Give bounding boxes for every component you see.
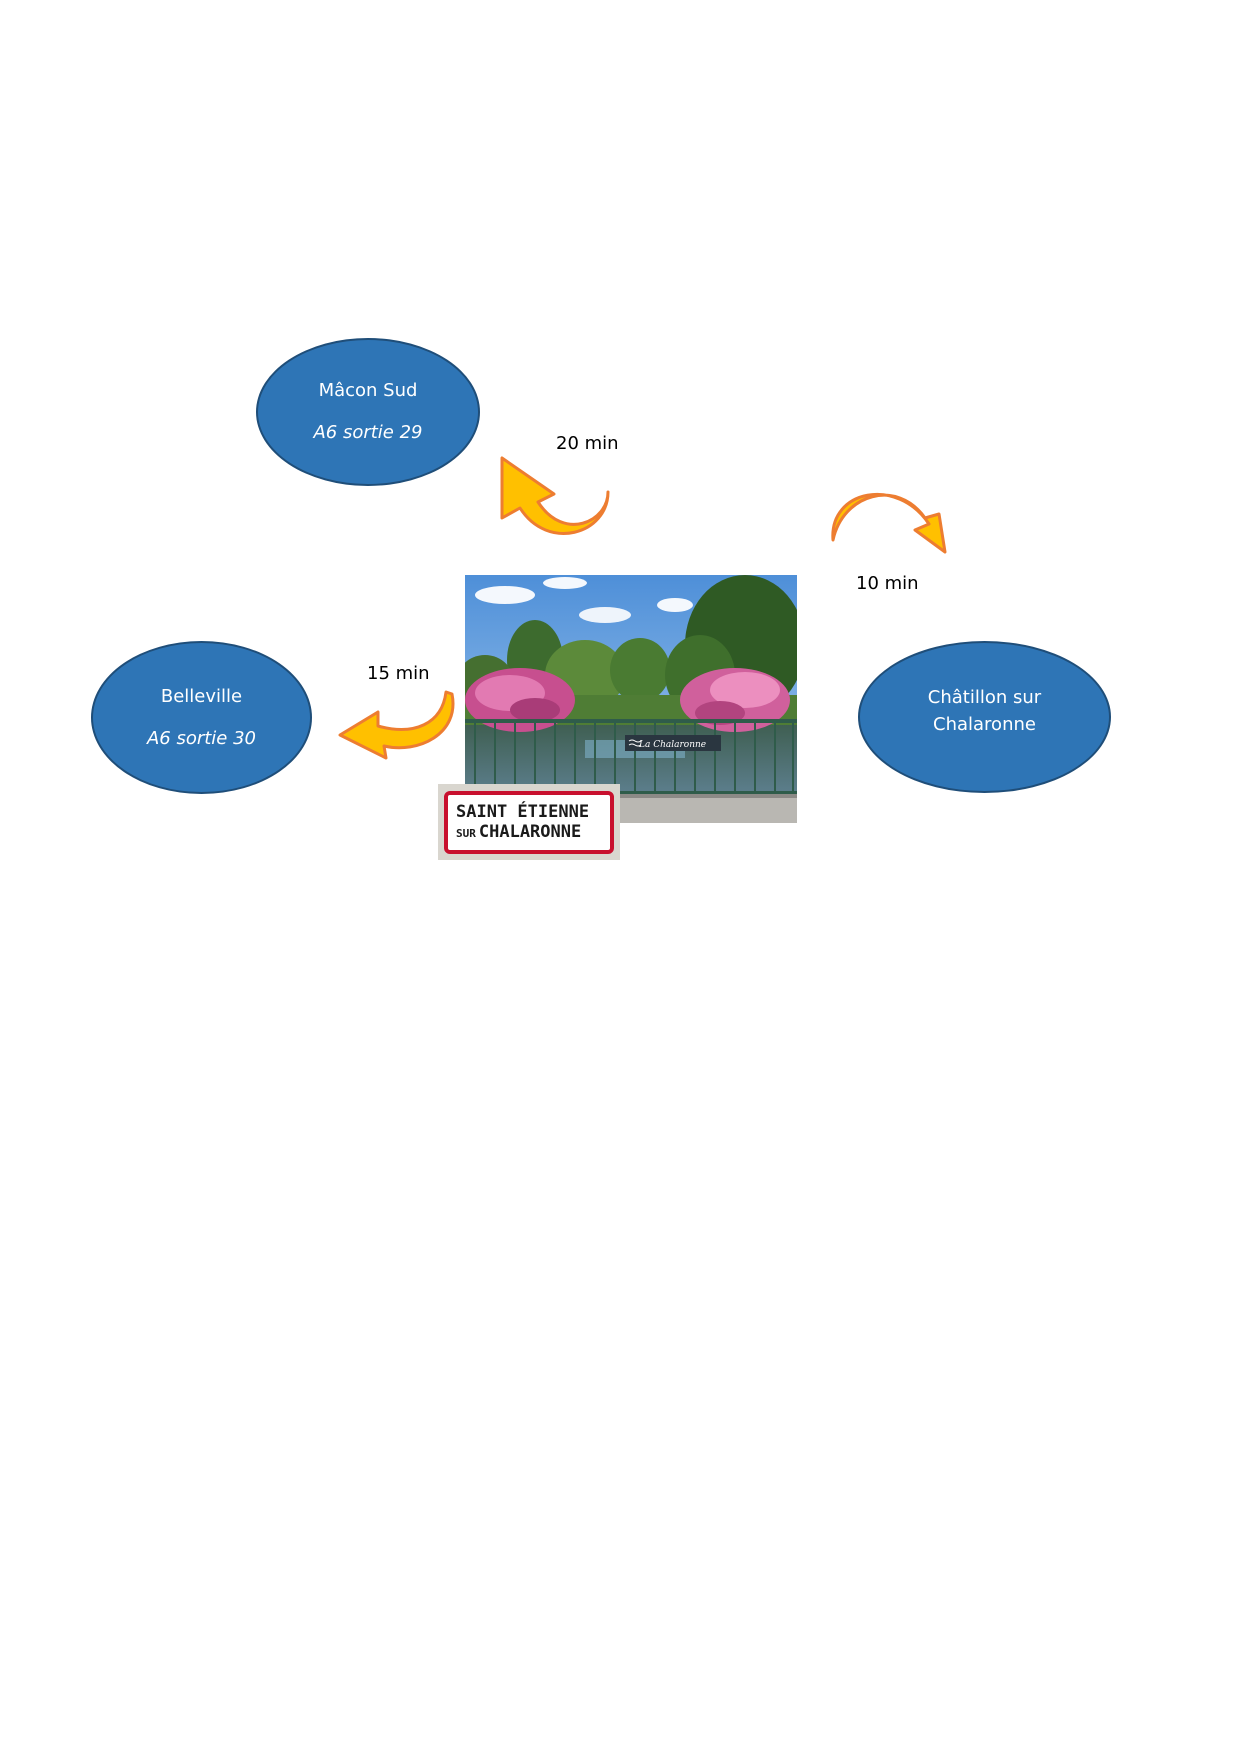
curved-arrow-to-chatillon <box>831 492 947 554</box>
destination-chatillon-sur-chalaronne: Châtillon sur Chalaronne <box>858 641 1111 793</box>
town-sign-line1: SAINT ÉTIENNE <box>456 801 590 822</box>
travel-time-belleville: 15 min <box>367 663 430 684</box>
town-sign-sur: SUR <box>456 826 476 840</box>
town-sign-chalaronne: CHALARONNE <box>478 821 582 842</box>
curved-arrow-to-belleville <box>338 690 455 760</box>
destination-belleville-name: Belleville <box>160 685 243 707</box>
destination-macon-name: Mâcon Sud <box>318 380 418 401</box>
destination-macon-exit: A6 sortie 29 <box>313 422 423 443</box>
town-photo-bridge: La Chalaronne <box>465 575 797 823</box>
destination-belleville-exit: A6 sortie 30 <box>146 727 257 749</box>
destination-chatillon-name-line1: Châtillon sur <box>927 687 1042 708</box>
travel-time-chatillon: 10 min <box>856 573 919 594</box>
bridge-scene-illustration: La Chalaronne <box>465 575 797 823</box>
curved-arrow-to-macon <box>500 456 610 535</box>
river-sign-text: La Chalaronne <box>638 740 706 750</box>
destination-belleville: Belleville A6 sortie 30 <box>91 641 312 794</box>
travel-time-macon: 20 min <box>556 433 619 454</box>
destination-macon-sud: Mâcon Sud A6 sortie 29 <box>256 338 480 486</box>
destination-chatillon-name-line2: Chalaronne <box>933 714 1036 735</box>
